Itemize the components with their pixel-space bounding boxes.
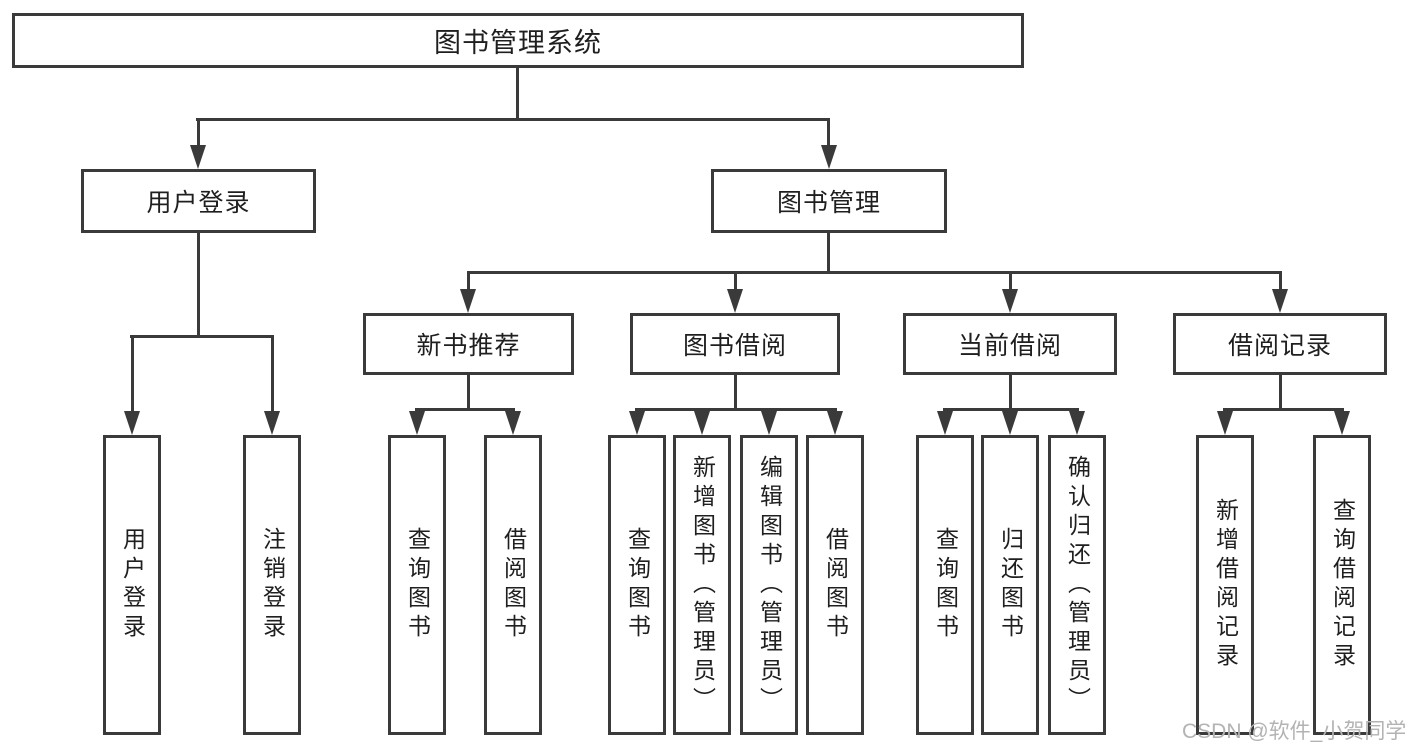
leaf-newbook-borrow-label: 借阅图书 (500, 527, 527, 643)
leaf-current-query-label: 查询图书 (932, 527, 959, 643)
connector-line (1279, 375, 1282, 411)
connector-line (467, 375, 470, 411)
watermark: CSDN @软件_小贺同学 (1182, 720, 1405, 743)
node-borrow-records: 借阅记录 (1173, 313, 1387, 375)
connector-line (1223, 408, 1344, 411)
node-new-book-recommend-label: 新书推荐 (416, 332, 521, 360)
leaf-records-query: 查询借阅记录 (1313, 435, 1371, 735)
arrow-down-icon (1069, 411, 1085, 435)
connector-line (415, 408, 515, 411)
leaf-borrow-query: 查询图书 (608, 435, 666, 735)
connector-line (734, 375, 737, 411)
connector-line (197, 233, 200, 337)
connector-line (734, 271, 737, 292)
leaf-user-login: 用户登录 (103, 435, 161, 735)
leaf-newbook-query-label: 查询图书 (404, 527, 431, 643)
leaf-current-confirm: 确认归还（管理员） (1048, 435, 1106, 735)
leaf-borrow-edit: 编辑图书（管理员） (740, 435, 798, 735)
leaf-logout-label: 注销登录 (259, 527, 286, 643)
connector-line (467, 271, 1281, 274)
arrow-down-icon (264, 411, 280, 435)
leaf-records-add: 新增借阅记录 (1196, 435, 1254, 735)
node-root: 图书管理系统 (12, 13, 1024, 68)
arrow-down-icon (821, 145, 837, 169)
arrow-down-icon (505, 411, 521, 435)
node-user-login-label: 用户登录 (146, 189, 251, 217)
leaf-current-return-label: 归还图书 (997, 527, 1024, 643)
leaf-borrow-add-label: 新增图书（管理员） (689, 454, 716, 716)
arrow-down-icon (1002, 289, 1018, 313)
connector-line (1009, 375, 1012, 411)
node-user-login: 用户登录 (81, 169, 316, 233)
arrow-down-icon (1002, 411, 1018, 435)
leaf-borrow-query-label: 查询图书 (624, 527, 651, 643)
leaf-newbook-borrow: 借阅图书 (484, 435, 542, 735)
node-book-borrow: 图书借阅 (630, 313, 840, 375)
connector-line (197, 118, 200, 148)
leaf-records-query-label: 查询借阅记录 (1329, 498, 1356, 672)
arrow-down-icon (124, 411, 140, 435)
node-borrow-records-label: 借阅记录 (1227, 332, 1332, 360)
node-new-book-recommend: 新书推荐 (363, 313, 574, 375)
arrow-down-icon (727, 289, 743, 313)
node-book-borrow-label: 图书借阅 (682, 332, 787, 360)
node-root-label: 图书管理系统 (434, 28, 602, 58)
connector-line (827, 233, 830, 273)
leaf-newbook-query: 查询图书 (388, 435, 446, 735)
leaf-current-query: 查询图书 (916, 435, 974, 735)
leaf-borrow-borrow-label: 借阅图书 (822, 527, 849, 643)
leaf-current-confirm-label: 确认归还（管理员） (1064, 454, 1091, 716)
node-book-management: 图书管理 (711, 169, 947, 233)
leaf-records-add-label: 新增借阅记录 (1212, 498, 1239, 672)
connector-line (1279, 271, 1282, 292)
connector-line (635, 408, 837, 411)
leaf-user-login-label: 用户登录 (119, 527, 146, 643)
connector-line (516, 68, 519, 118)
arrow-down-icon (409, 411, 425, 435)
connector-line (196, 118, 830, 121)
arrow-down-icon (937, 411, 953, 435)
node-current-borrow: 当前借阅 (903, 313, 1117, 375)
connector-line (130, 335, 274, 338)
connector-line (1009, 271, 1012, 292)
arrow-down-icon (694, 411, 710, 435)
arrow-down-icon (1217, 411, 1233, 435)
arrow-down-icon (190, 145, 206, 169)
connector-line (467, 271, 470, 292)
arrow-down-icon (460, 289, 476, 313)
connector-line (271, 335, 274, 415)
arrow-down-icon (1272, 289, 1288, 313)
node-book-management-label: 图书管理 (776, 189, 881, 217)
leaf-logout: 注销登录 (243, 435, 301, 735)
connector-line (131, 335, 134, 415)
arrow-down-icon (629, 411, 645, 435)
leaf-borrow-add: 新增图书（管理员） (673, 435, 731, 735)
leaf-borrow-edit-label: 编辑图书（管理员） (756, 454, 783, 716)
connector-line (827, 118, 830, 148)
leaf-current-return: 归还图书 (981, 435, 1039, 735)
arrow-down-icon (1334, 411, 1350, 435)
arrow-down-icon (761, 411, 777, 435)
leaf-borrow-borrow: 借阅图书 (806, 435, 864, 735)
arrow-down-icon (827, 411, 843, 435)
node-current-borrow-label: 当前借阅 (957, 332, 1062, 360)
